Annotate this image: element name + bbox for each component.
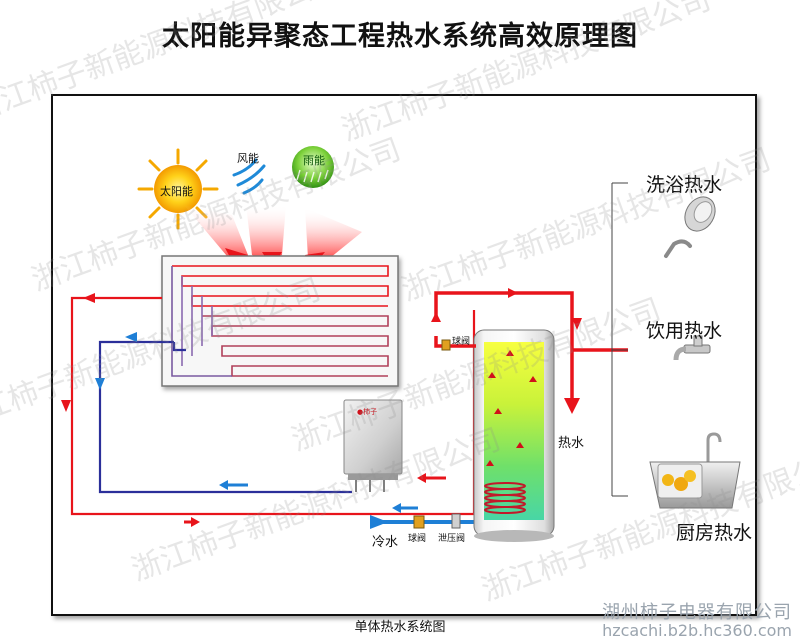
outlet-label-drinking: 饮用热水 xyxy=(646,320,723,342)
faucet-icon xyxy=(673,335,711,361)
label-ball-valve-bottom: 球阀 xyxy=(408,534,427,544)
energy-beams xyxy=(184,205,362,262)
outlet-arrows xyxy=(431,288,582,414)
distribution-manifold xyxy=(611,182,628,497)
footer-url: hzcachi.b2b.hc360.com xyxy=(602,621,792,640)
shower-head-icon xyxy=(664,196,716,258)
label-pressure-valve: 泄压阀 xyxy=(438,534,466,544)
label-ball-valve-top: 球阀 xyxy=(452,337,471,347)
outlet-label-kitchen: 厨房热水 xyxy=(676,522,753,544)
svg-text:●柿子: ●柿子 xyxy=(357,407,377,416)
label-hot-water: 热水 xyxy=(558,436,585,451)
solar-collector xyxy=(161,255,399,387)
sun-label: 太阳能 xyxy=(160,185,193,198)
storage-tank xyxy=(473,329,555,542)
diagram-caption: 单体热水系统图 xyxy=(354,620,446,635)
auxiliary-heater: ●柿子 xyxy=(343,399,403,492)
footer-watermark: 湖州柿子电器有限公司 hzcachi.b2b.hc360.com xyxy=(602,604,792,640)
wind-icon xyxy=(232,158,266,195)
rain-icon xyxy=(292,146,334,188)
rain-label: 雨能 xyxy=(303,154,325,167)
label-cold-water: 冷水 xyxy=(372,535,399,550)
outlet-label-shower: 洗浴热水 xyxy=(646,174,723,196)
kitchen-sink-icon xyxy=(649,432,741,509)
diagram-title: 太阳能异聚态工程热水系统高效原理图 xyxy=(162,21,638,52)
wind-label: 风能 xyxy=(237,152,259,165)
diagram-frame xyxy=(51,94,757,616)
flow-arrows xyxy=(61,293,446,527)
ball-valve-top-icon xyxy=(441,339,451,351)
cold-inlet-pipe xyxy=(370,513,476,529)
footer-company: 湖州柿子电器有限公司 xyxy=(602,602,792,623)
